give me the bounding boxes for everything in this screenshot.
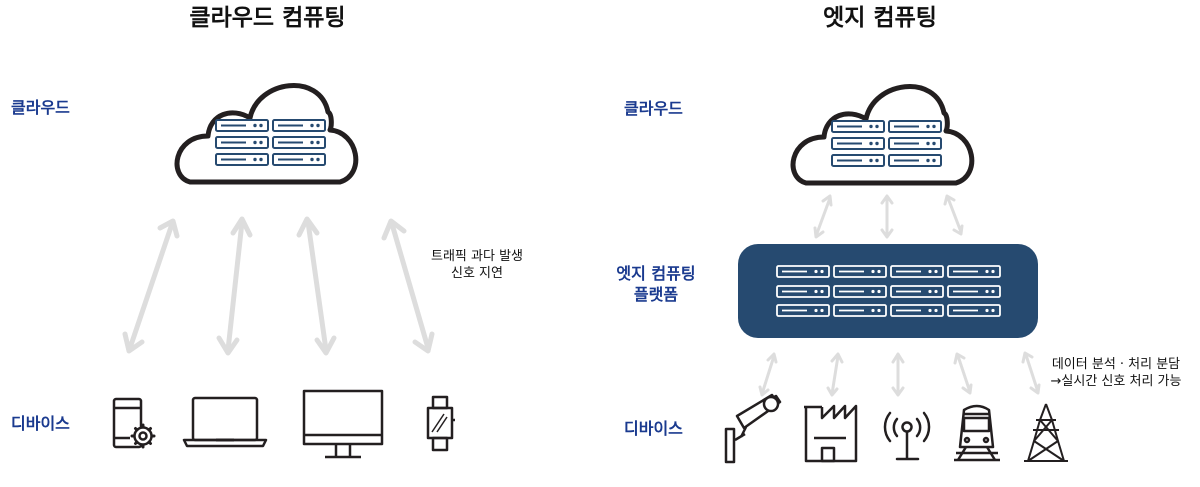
- left-title: 클라우드 컴퓨팅: [189, 5, 346, 31]
- antenna-icon: [883, 411, 931, 461]
- arrow-edge-cctv: [758, 352, 778, 397]
- traffic-note-line2: 신호 지연: [451, 266, 503, 281]
- arrow-edge-tower: [1021, 351, 1041, 395]
- right-device-label: 디바이스: [624, 419, 683, 438]
- left-device-label: 디바이스: [11, 414, 70, 433]
- arrow-cloud-edge-2: [880, 194, 894, 239]
- edge-platform-label: 엣지 컴퓨팅 플랫폼: [608, 263, 704, 305]
- arrow-cloud-mobile: [122, 218, 180, 354]
- edge-platform-box: [738, 244, 1038, 338]
- edge-platform-label-line1: 엣지 컴퓨팅: [616, 264, 696, 283]
- left-cloud-label: 클라우드: [11, 98, 70, 117]
- cloud-edge-arrows: [813, 194, 964, 239]
- right-cloud-label: 클라우드: [624, 99, 683, 118]
- laptop-icon: [182, 396, 268, 448]
- arrow-cloud-laptop: [216, 216, 253, 356]
- traffic-note-line1: 트래픽 과다 발생: [431, 249, 523, 264]
- monitor-icon: [302, 389, 384, 459]
- edge-note-line2: →실시간 신호 처리 가능: [1050, 374, 1182, 389]
- arrow-cloud-edge-1: [813, 194, 833, 239]
- edge-device-arrows: [758, 351, 1041, 397]
- train-icon: [954, 404, 1000, 462]
- arrow-edge-factory: [826, 352, 844, 397]
- left-traffic-arrows: [122, 216, 435, 356]
- right-cloud-icon: [793, 87, 972, 183]
- power-tower-icon: [1024, 403, 1068, 462]
- edge-note-line1: 데이터 분석 · 처리 분담: [1051, 357, 1181, 372]
- smartwatch-icon: [426, 395, 455, 452]
- edge-note: 데이터 분석 · 처리 분담 →실시간 신호 처리 가능: [1040, 356, 1192, 390]
- left-cloud-icon: [177, 86, 356, 182]
- arrow-cloud-watch: [381, 218, 435, 354]
- arrow-cloud-edge-3: [943, 194, 964, 236]
- edge-platform-label-line2: 플랫폼: [633, 285, 679, 304]
- arrow-edge-train: [953, 352, 973, 395]
- cctv-camera-icon: [724, 393, 782, 464]
- traffic-note: 트래픽 과다 발생 신호 지연: [412, 248, 542, 282]
- factory-icon: [804, 404, 858, 463]
- arrow-cloud-monitor: [296, 216, 337, 356]
- right-title: 엣지 컴퓨팅: [823, 5, 937, 31]
- mobile-settings-icon: [112, 397, 156, 449]
- arrow-edge-antenna: [891, 352, 905, 397]
